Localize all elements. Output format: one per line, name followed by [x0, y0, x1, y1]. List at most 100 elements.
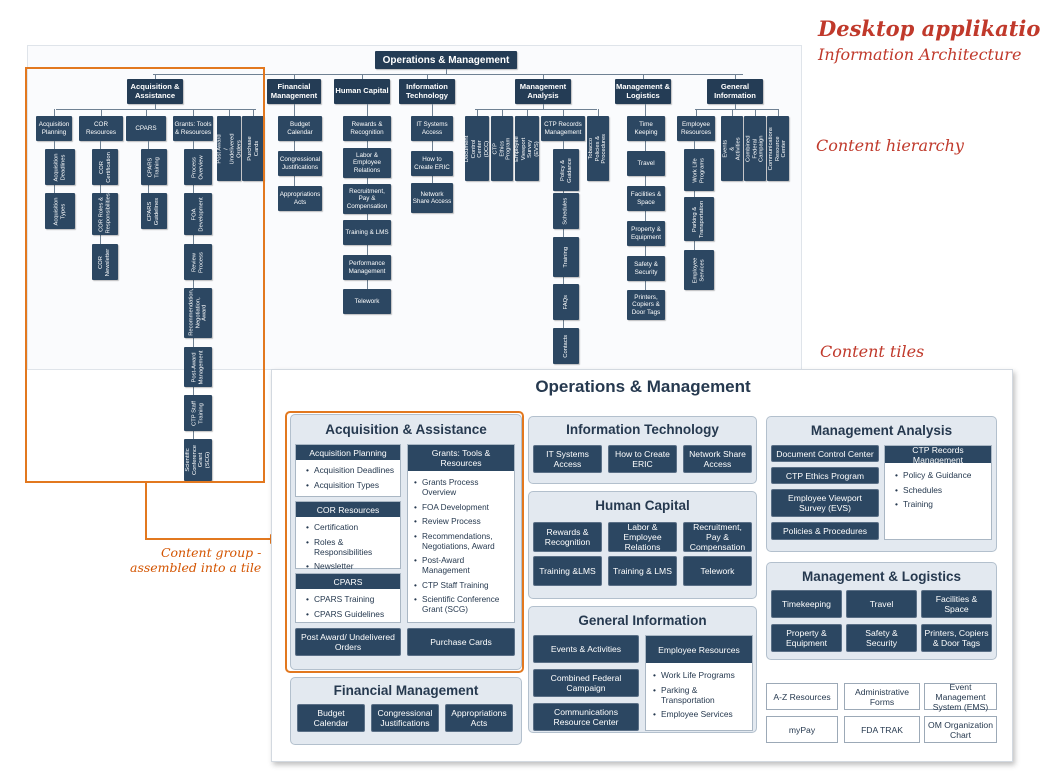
safety-security-button[interactable]: Safety & Security — [846, 624, 917, 652]
hierarchy-connector — [56, 109, 256, 110]
list-item[interactable]: Roles & Responsibilities — [306, 537, 400, 557]
communications-resource-center-button[interactable]: Communications Resource Center — [533, 703, 639, 731]
hierarchy-node: Recruitment, Pay & Compensation — [343, 184, 391, 214]
list-item[interactable]: Newsletter — [306, 561, 400, 571]
travel-button[interactable]: Travel — [846, 590, 917, 618]
document-control-center-button[interactable]: Document Control Center — [771, 445, 879, 462]
hierarchy-node: CTP Records Management — [541, 116, 585, 141]
hierarchy-connector — [155, 104, 156, 110]
hierarchy-node: Congressional Justifications — [278, 151, 322, 176]
hierarchy-connector — [294, 74, 295, 79]
hierarchy-connector — [146, 109, 147, 116]
hierarchy-connector — [477, 109, 478, 116]
hierarchy-node: Purchase Cards — [242, 116, 264, 181]
hierarchy-node: Review Process — [184, 244, 212, 280]
list-item[interactable]: CPARS Training — [306, 594, 384, 604]
property-equipment-button[interactable]: Property & Equipment — [771, 624, 842, 652]
combined-federal-campaign-button[interactable]: Combined Federal Campaign — [533, 669, 639, 697]
hierarchy-connector — [696, 109, 697, 116]
section-header[interactable]: Acquisition Planning — [296, 445, 400, 460]
hierarchy-node: Policy & Guidance — [553, 149, 579, 191]
hierarchy-node-label: Employee Viewport Survey (EVS) — [514, 135, 540, 162]
printers-copiers-door-tags-button[interactable]: Printers, Copiers & Door Tags — [921, 624, 992, 652]
list-item[interactable]: Certification — [306, 522, 400, 532]
ctp-ethics-program-button[interactable]: CTP Ethics Program — [771, 467, 879, 484]
labor-employee-relations-button[interactable]: Labor & Employee Relations — [608, 522, 677, 552]
section-header[interactable]: Grants: Tools & Resources — [408, 445, 514, 471]
hierarchy-node-label: Contacts — [562, 334, 569, 358]
training-lms-button-2[interactable]: Training & LMS — [608, 556, 677, 586]
hierarchy-connector — [153, 74, 743, 75]
list-item[interactable]: FOA Development — [414, 503, 512, 513]
budget-calendar-button[interactable]: Budget Calendar — [297, 704, 365, 732]
list-item[interactable]: Acquisition Deadlines — [306, 465, 394, 475]
tile-title: Information Technology — [566, 422, 719, 437]
list-item[interactable]: Grants Process Overview — [414, 478, 512, 498]
tile-general-information: General Information Events & Activities … — [528, 606, 757, 733]
list-item[interactable]: Employee Services — [653, 709, 752, 719]
hierarchy-node: CPARS Training — [141, 149, 167, 185]
hierarchy-connector — [427, 74, 428, 79]
hierarchy-node-label: Employee Services — [692, 257, 706, 283]
hierarchy-node-label: Document Control Center (DCC) — [464, 135, 490, 162]
hierarchy-connector — [475, 109, 597, 110]
section-header[interactable]: Employee Resources — [646, 636, 752, 663]
list-item[interactable]: Review Process — [414, 517, 512, 527]
section-header[interactable]: CPARS — [296, 574, 400, 589]
hierarchy-connector — [778, 109, 779, 116]
section-header[interactable]: CTP Records Management — [885, 445, 991, 465]
hierarchy-connector — [362, 74, 363, 79]
section-grants-tools-resources: Grants: Tools & Resources Grants Process… — [407, 444, 515, 623]
list-item[interactable]: Acquisition Types — [306, 480, 394, 490]
hierarchy-node: FOA Development — [184, 193, 212, 235]
tile-title: General Information — [578, 613, 707, 628]
list-item[interactable]: Schedules — [895, 485, 971, 495]
list-item[interactable]: Post-Award Management — [414, 556, 512, 576]
administrative-forms-link[interactable]: Administrative Forms — [844, 683, 920, 710]
hierarchy-node: Travel — [627, 151, 665, 176]
post-award-button[interactable]: Post Award/ Undelivered Orders — [295, 628, 401, 656]
hierarchy-connector — [502, 109, 503, 116]
mypay-link[interactable]: myPay — [766, 716, 838, 743]
om-organization-chart-link[interactable]: OM Organization Chart — [924, 716, 997, 743]
list-item[interactable]: Policy & Guidance — [895, 470, 971, 480]
section-header[interactable]: COR Resources — [296, 502, 400, 517]
list-item[interactable]: Scientific Conference Grant (SCG) — [414, 595, 512, 615]
list-item[interactable]: Training — [895, 499, 971, 509]
list-item[interactable]: Work Life Programs — [653, 670, 752, 680]
tile-title: Management & Logistics — [801, 569, 962, 584]
congressional-justifications-button[interactable]: Congressional Justifications — [371, 704, 439, 732]
policies-procedures-button[interactable]: Policies & Procedures — [771, 522, 879, 540]
hierarchy-node: COR Newsletter — [92, 244, 118, 280]
purchase-cards-button[interactable]: Purchase Cards — [407, 628, 515, 656]
timekeeping-button[interactable]: Timekeeping — [771, 590, 842, 618]
list-item[interactable]: Recommendations, Negotiations, Award — [414, 532, 512, 552]
event-management-system-link[interactable]: Event Management System (EMS) — [924, 682, 997, 712]
network-share-access-button[interactable]: Network Share Access — [683, 445, 752, 473]
facilities-space-button[interactable]: Facilities & Space — [921, 590, 992, 618]
az-resources-link[interactable]: A-Z Resources — [766, 683, 838, 710]
hierarchy-node: Employee Services — [684, 250, 714, 290]
telework-button[interactable]: Telework — [683, 556, 752, 586]
hierarchy-node: FAQs — [553, 284, 579, 320]
list-item[interactable]: CPARS Guidelines — [306, 609, 384, 619]
hierarchy-connector — [735, 104, 736, 110]
it-systems-access-button[interactable]: IT Systems Access — [533, 445, 602, 473]
training-lms-button[interactable]: Training &LMS — [533, 556, 602, 586]
hierarchy-connector — [155, 74, 156, 79]
events-activities-button[interactable]: Events & Activities — [533, 635, 639, 663]
content-group-connector-vertical — [145, 483, 147, 539]
list-item[interactable]: Parking & Transportation — [653, 685, 752, 705]
how-to-create-eric-button[interactable]: How to Create ERIC — [608, 445, 677, 473]
annotation-content-group-line2: assembled into a tile — [130, 560, 262, 575]
recruitment-pay-compensation-button[interactable]: Recruitment, Pay & Compensation — [683, 522, 752, 552]
hierarchy-node: Recommendation, Negotiation, Award — [184, 288, 212, 338]
list-item[interactable]: CTP Staff Training — [414, 581, 512, 591]
appropriations-acts-button[interactable]: Appropriations Acts — [445, 704, 513, 732]
employee-viewport-survey-button[interactable]: Employee Viewport Survey (EVS) — [771, 489, 879, 517]
fda-trak-link[interactable]: FDA TRAK — [844, 716, 920, 743]
hierarchy-node: Acquisition Types — [45, 193, 75, 229]
content-tiles-panel: Operations & Management Acquisition & As… — [271, 369, 1013, 762]
rewards-recognition-button[interactable]: Rewards & Recognition — [533, 522, 602, 552]
hierarchy-connector — [101, 109, 102, 116]
